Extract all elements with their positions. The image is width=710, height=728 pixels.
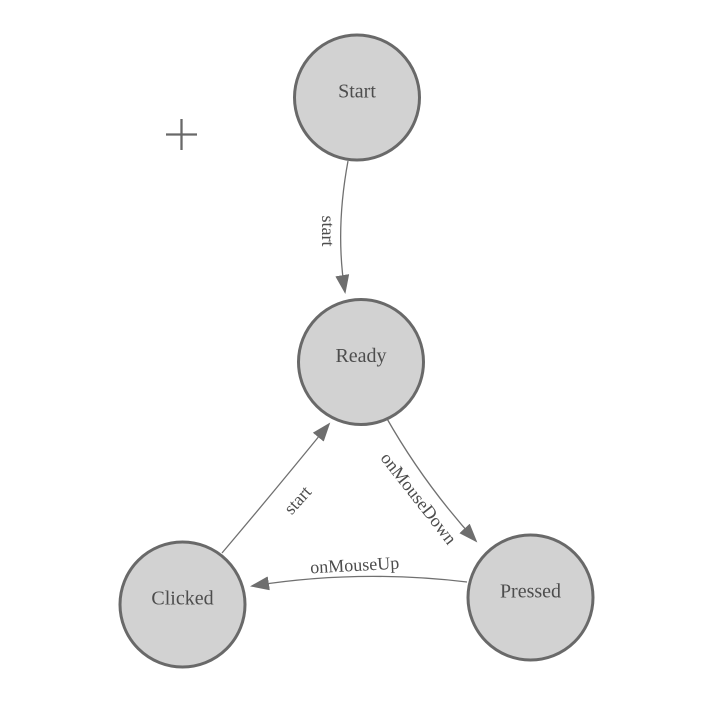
edge-start-to-ready-line — [335, 160, 350, 294]
edge-ready-to-pressed-line — [385, 416, 478, 543]
edge-ready-to-pressed-label: onMouseDown — [377, 448, 461, 548]
node-pressed-label: Pressed — [500, 581, 561, 603]
edge-pressed-to-clicked-line — [250, 575, 468, 591]
edge-start-to-ready-label: start — [318, 216, 338, 247]
node-ready-label: Ready — [335, 345, 386, 367]
node-clicked[interactable]: Clicked — [118, 540, 247, 669]
node-ready-circle — [297, 298, 425, 426]
edge-pressed-to-clicked-label: onMouseUp — [310, 553, 400, 578]
edge-clicked-to-ready-line — [221, 422, 331, 554]
edge-ready-to-pressed[interactable]: onMouseDown — [377, 416, 478, 548]
node-start[interactable]: Start — [293, 33, 421, 162]
node-clicked-circle — [118, 540, 247, 669]
node-pressed-circle — [466, 533, 595, 662]
node-start-circle — [293, 33, 421, 162]
node-clicked-label: Clicked — [151, 588, 213, 610]
edge-start-to-ready[interactable]: start — [318, 160, 350, 294]
edge-pressed-to-clicked[interactable]: onMouseUp — [250, 553, 468, 591]
edge-clicked-to-ready-label: start — [280, 482, 316, 518]
node-start-label: Start — [338, 81, 376, 103]
edge-clicked-to-ready[interactable]: start — [221, 422, 331, 554]
node-ready[interactable]: Ready — [297, 298, 425, 426]
node-pressed[interactable]: Pressed — [466, 533, 595, 662]
crosshair-plus-icon — [166, 119, 197, 150]
